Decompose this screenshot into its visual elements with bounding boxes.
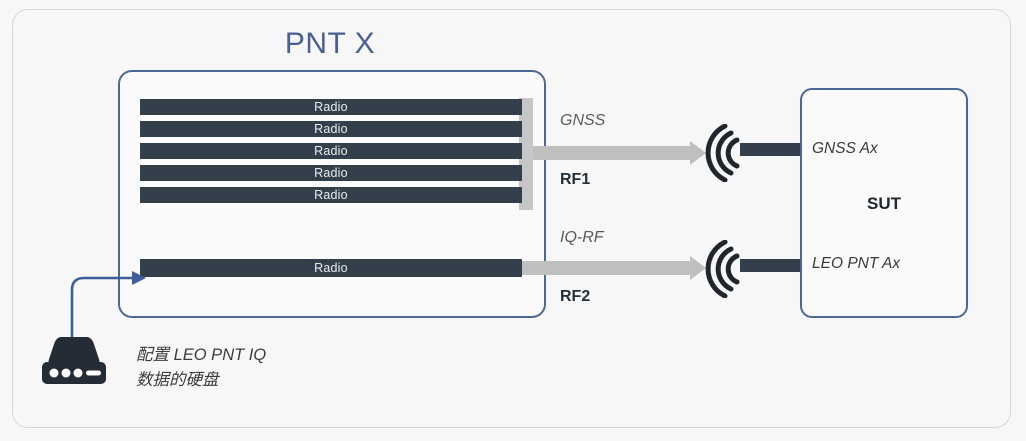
sut-port-leopnt: LEO PNT Ax [812, 255, 901, 272]
rf2-label: RF2 [560, 288, 591, 305]
hard-disk-caption: 配置 LEO PNT IQ 数据的硬盘 [136, 346, 267, 389]
antenna-lead-gnss [740, 143, 802, 156]
hard-disk-icon [38, 336, 110, 389]
antenna-lead-leopnt [740, 259, 802, 272]
gnss-signal-label: GNSS [560, 112, 606, 129]
rf1-arrow [533, 141, 708, 165]
rf1-label: RF1 [560, 171, 591, 188]
radio-bar-iq: Radio [140, 259, 522, 277]
rf2-arrow-shaft [522, 261, 692, 275]
radio-stack: Radio Radio Radio Radio Radio [140, 99, 522, 203]
sut-port-gnss: GNSS Ax [812, 140, 878, 157]
sut-container [800, 88, 968, 318]
hdd-to-radio-connector [70, 271, 146, 356]
radio-bar: Radio [140, 99, 522, 115]
rf2-arrow-head [690, 256, 706, 280]
radio-bar: Radio [140, 187, 522, 203]
rf-combiner-bar [519, 98, 533, 210]
radio-bar: Radio [140, 165, 522, 181]
page-title: PNT X [284, 27, 376, 60]
radio-bar: Radio [140, 121, 522, 137]
rf2-arrow [522, 256, 708, 280]
antenna-signal-icon [703, 123, 749, 183]
antenna-signal-icon [703, 239, 749, 299]
rf1-arrow-head [690, 141, 706, 165]
sut-title: SUT [867, 194, 901, 213]
radio-bar: Radio [140, 143, 522, 159]
rf1-arrow-shaft [533, 146, 692, 160]
iqrf-signal-label: IQ-RF [560, 229, 604, 246]
